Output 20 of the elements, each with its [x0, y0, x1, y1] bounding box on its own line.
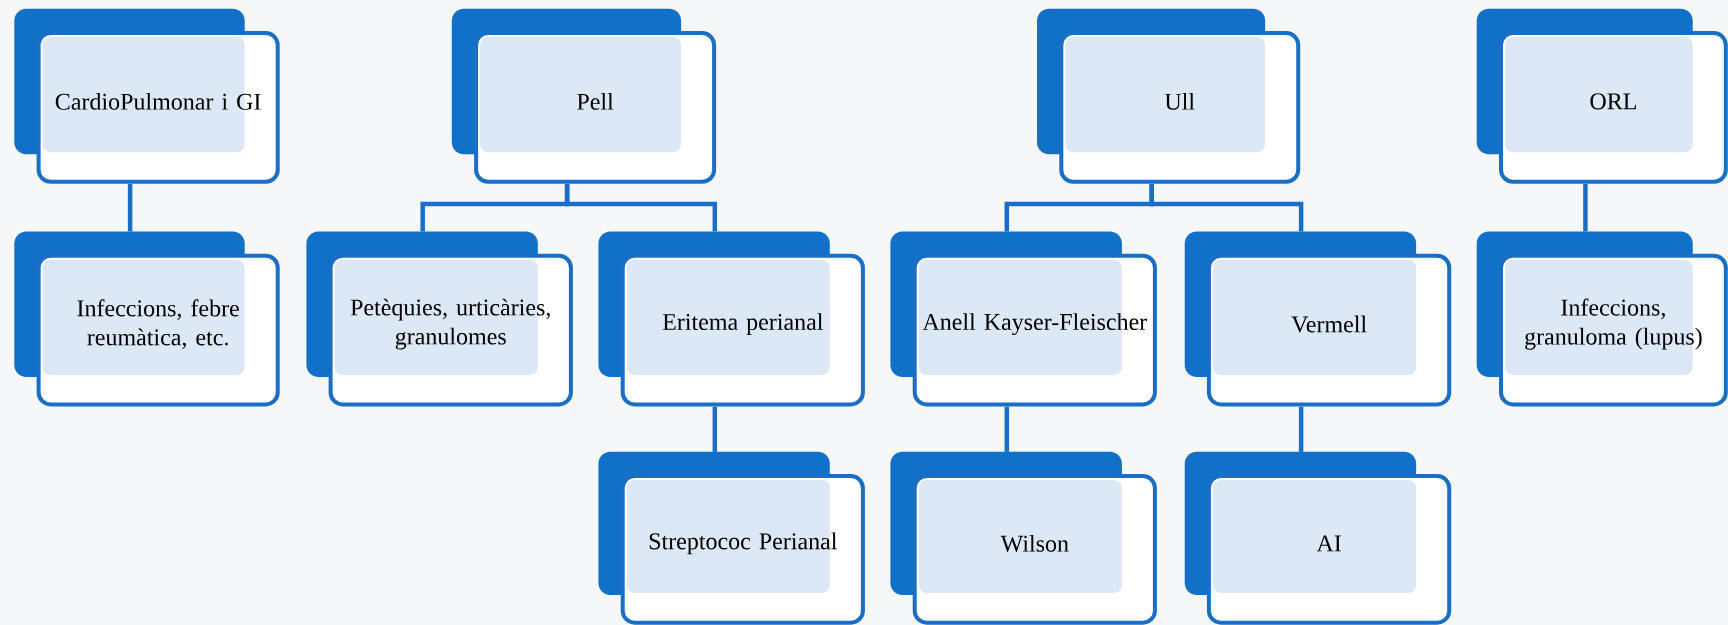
org-box: Ull — [1037, 8, 1301, 184]
org-box: AI — [1184, 451, 1452, 625]
connector-line — [1583, 184, 1588, 232]
org-box: Eritema perianal — [598, 231, 865, 407]
org-box: Vermell — [1184, 231, 1452, 407]
org-box: ORL — [1476, 8, 1728, 184]
org-box: Petèquies, urticàries, granulomes — [306, 231, 573, 407]
org-box: Streptococ Perianal — [598, 451, 865, 625]
connector-line — [127, 184, 133, 232]
org-box: Anell Kayser-Fleischer — [890, 231, 1157, 407]
connector-line — [564, 184, 718, 232]
org-box: Infeccions, febre reumàtica, etc. — [14, 231, 280, 407]
connector-line — [1004, 406, 1010, 452]
org-box: Pell — [451, 8, 717, 184]
org-box: Wilson — [890, 451, 1157, 625]
connector-line — [1149, 184, 1304, 232]
org-box: CardioPulmonar i GI — [14, 8, 280, 184]
org-box: Infeccions, granuloma (lupus) — [1476, 231, 1728, 407]
connector-line — [712, 406, 718, 452]
connector-line — [1298, 406, 1304, 452]
